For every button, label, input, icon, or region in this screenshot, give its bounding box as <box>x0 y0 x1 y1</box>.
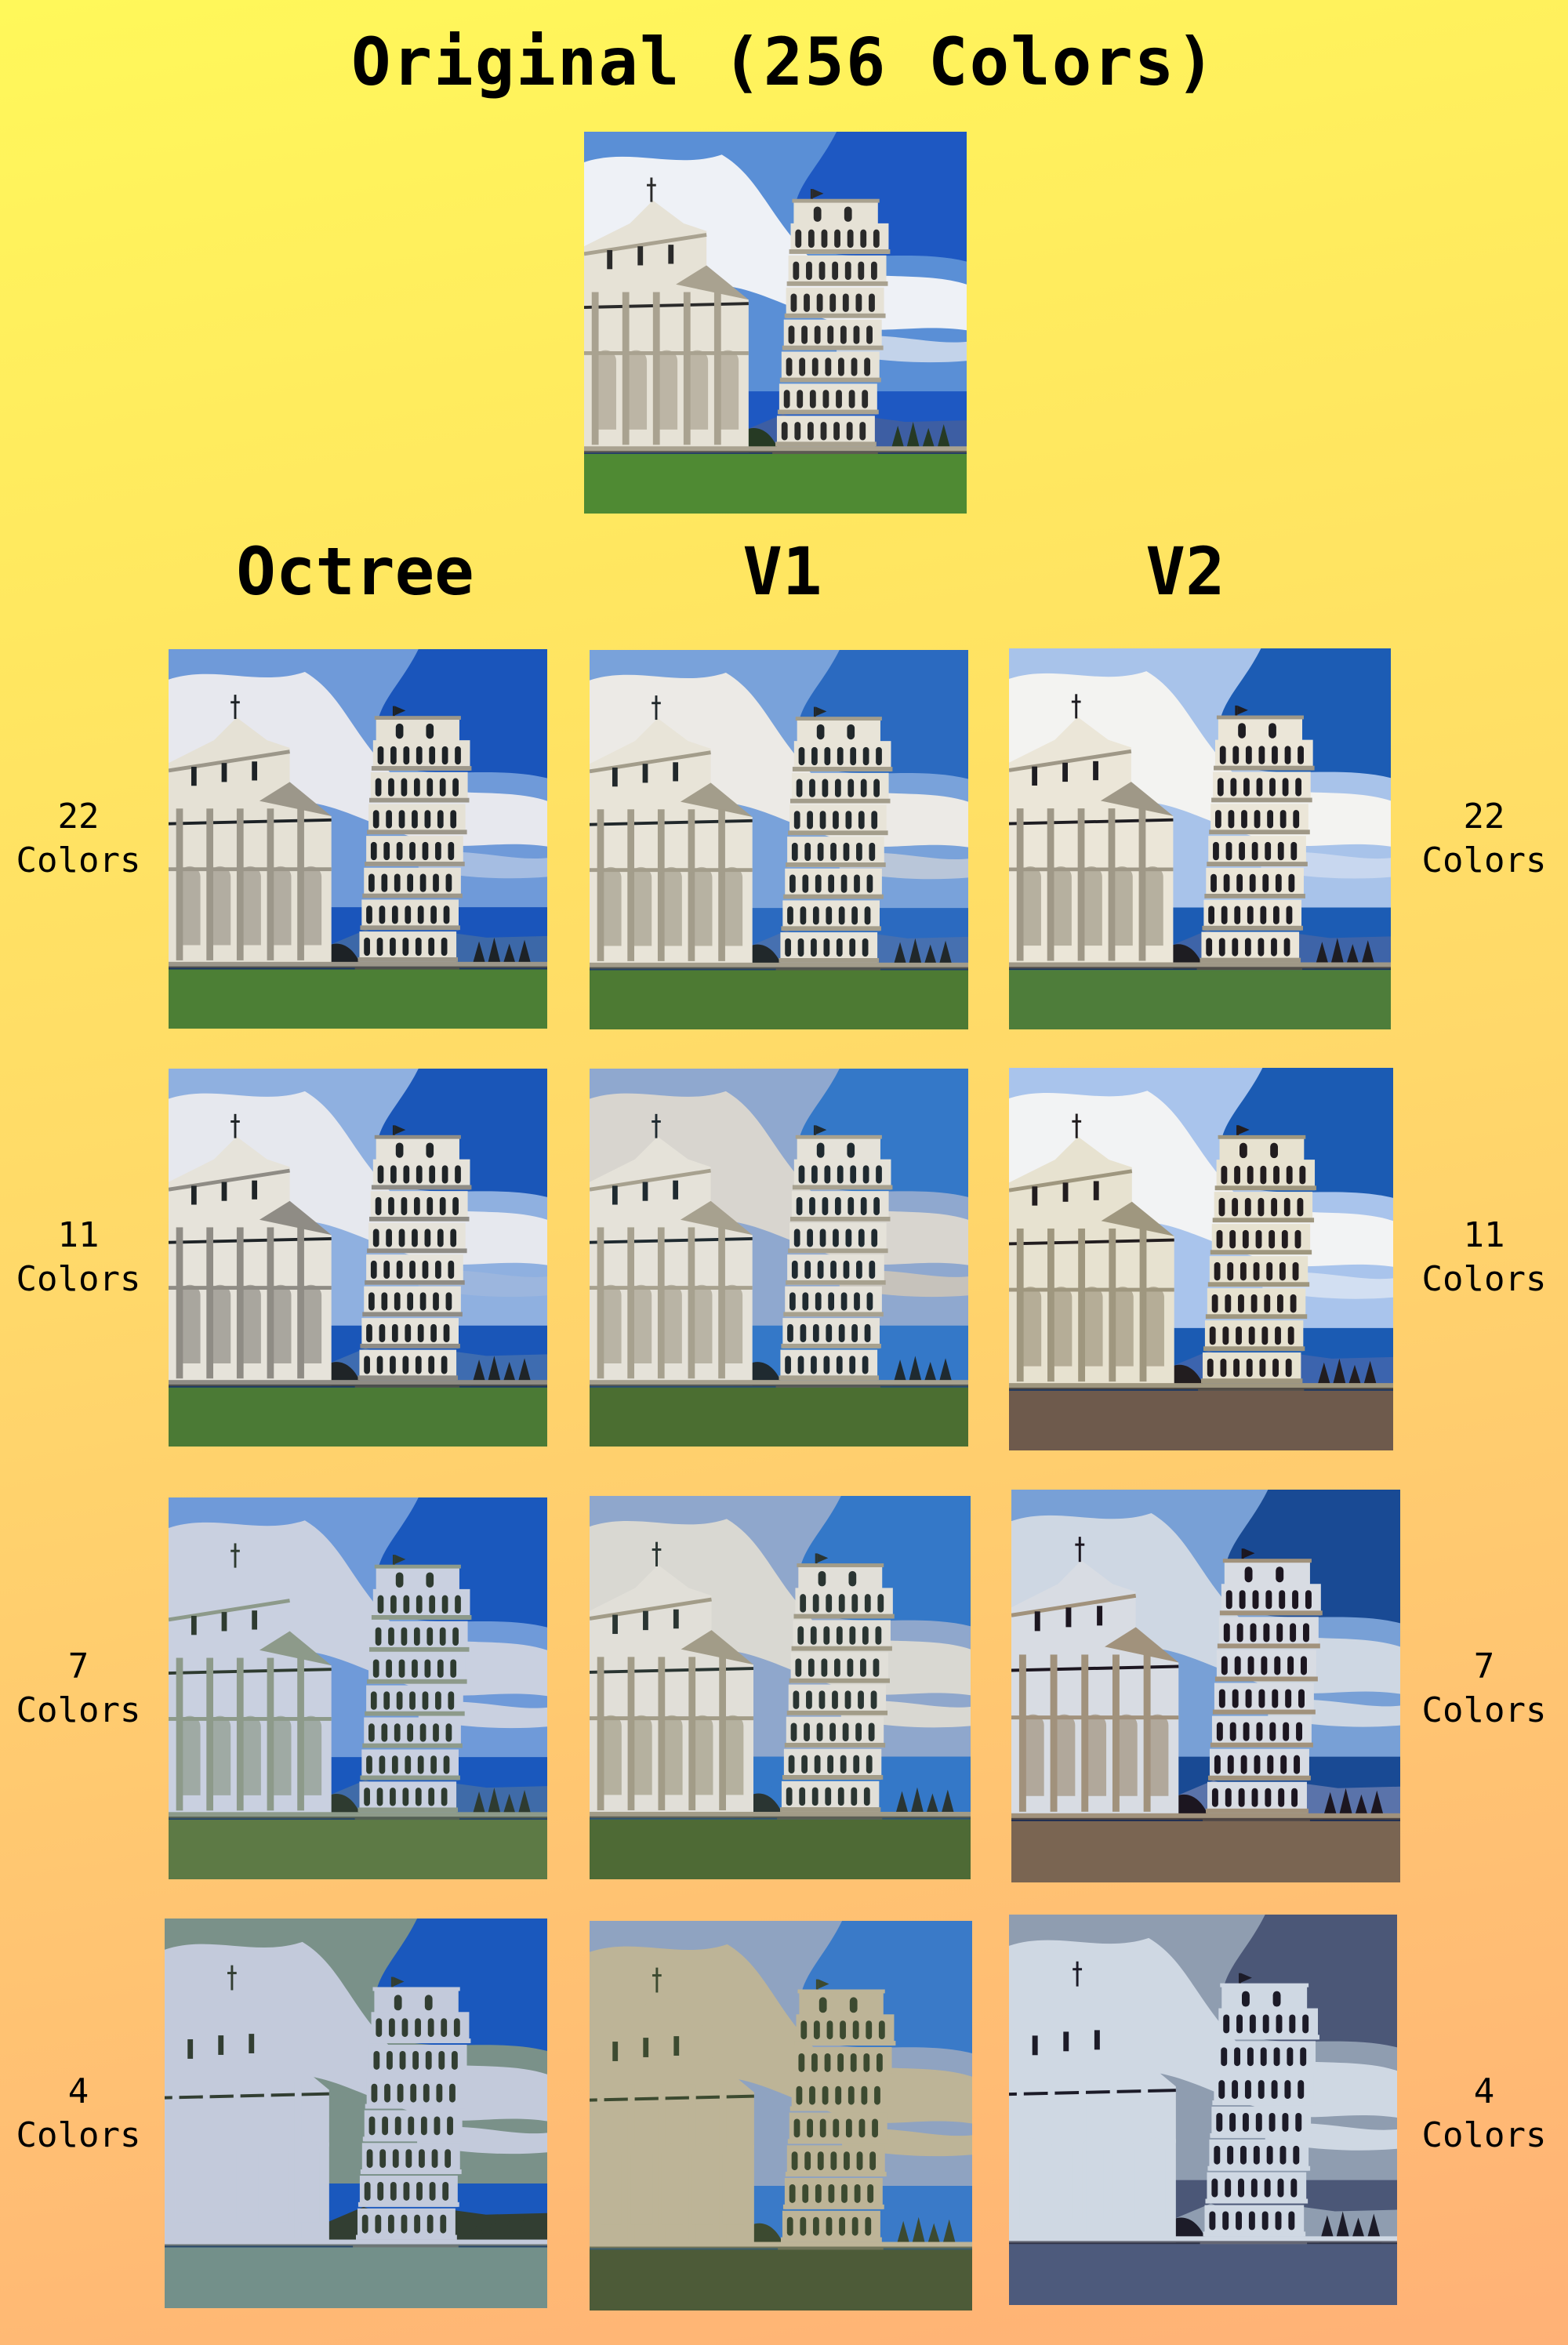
row-label-unit: Colors <box>1421 1259 1547 1299</box>
row-label-count: 22 <box>1463 797 1505 837</box>
page-title: Original (256 Colors) <box>350 24 1218 100</box>
row-label-left-11: 11 Colors <box>0 1214 157 1301</box>
row-label-left-4: 4 Colors <box>0 2070 157 2158</box>
row-label-count: 7 <box>1473 1646 1495 1686</box>
image-octree-4 <box>165 1918 547 2308</box>
image-octree-11 <box>169 1069 547 1447</box>
column-header-octree: Octree <box>236 533 474 610</box>
row-label-unit: Colors <box>16 840 141 880</box>
row-label-count: 7 <box>67 1646 89 1686</box>
image-octree-22 <box>169 649 547 1029</box>
row-label-unit: Colors <box>16 2114 141 2155</box>
image-v1-11 <box>590 1069 968 1447</box>
column-header-v1: V1 <box>742 533 822 610</box>
image-v2-7 <box>1011 1490 1400 1882</box>
column-header-v2: V2 <box>1145 533 1225 610</box>
image-v1-22 <box>590 650 968 1029</box>
row-label-right-4: 4 Colors <box>1406 2070 1563 2158</box>
image-v2-22 <box>1009 648 1391 1029</box>
row-label-left-22: 22 Colors <box>0 795 157 883</box>
row-label-count: 22 <box>57 797 100 837</box>
row-label-right-11: 11 Colors <box>1406 1214 1563 1301</box>
row-label-unit: Colors <box>16 1259 141 1299</box>
row-label-right-22: 22 Colors <box>1406 795 1563 883</box>
row-label-unit: Colors <box>16 1690 141 1730</box>
row-label-count: 11 <box>57 1215 100 1255</box>
image-v2-4 <box>1009 1915 1397 2305</box>
original-image <box>584 132 967 514</box>
row-label-left-7: 7 Colors <box>0 1645 157 1733</box>
row-label-count: 4 <box>67 2071 89 2111</box>
row-label-unit: Colors <box>1421 2114 1547 2155</box>
row-label-count: 4 <box>1473 2071 1495 2111</box>
row-label-unit: Colors <box>1421 840 1547 880</box>
row-label-unit: Colors <box>1421 1690 1547 1730</box>
row-label-count: 11 <box>1463 1215 1505 1255</box>
image-v1-4 <box>590 1921 972 2311</box>
image-octree-7 <box>169 1497 547 1879</box>
image-v1-7 <box>590 1496 971 1879</box>
row-label-right-7: 7 Colors <box>1406 1645 1563 1733</box>
image-v2-11 <box>1009 1068 1393 1450</box>
